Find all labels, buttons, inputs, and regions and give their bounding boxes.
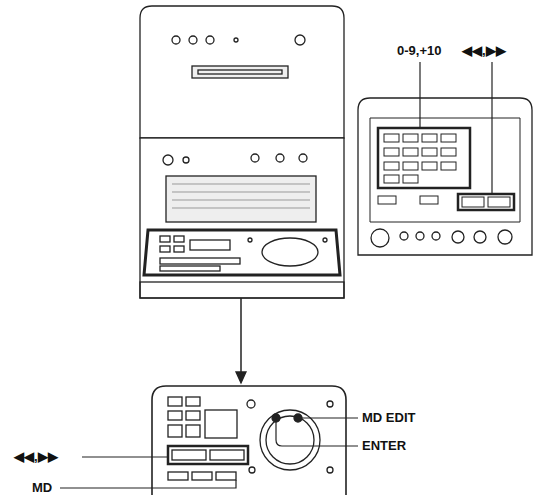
button-label: ◀◀,▶▶	[462, 44, 506, 57]
remote-panel	[358, 98, 532, 255]
button-label: 0-9,+10	[397, 44, 441, 57]
button-label: MD EDIT	[362, 411, 415, 424]
button-label: MD	[32, 481, 52, 494]
button-label: ENTER	[362, 439, 406, 452]
button-label: ◀◀,▶▶	[14, 450, 58, 463]
unit-body	[140, 138, 344, 298]
zoomed-panel	[152, 386, 346, 495]
front-panel	[144, 230, 340, 275]
unit-top	[140, 6, 344, 138]
